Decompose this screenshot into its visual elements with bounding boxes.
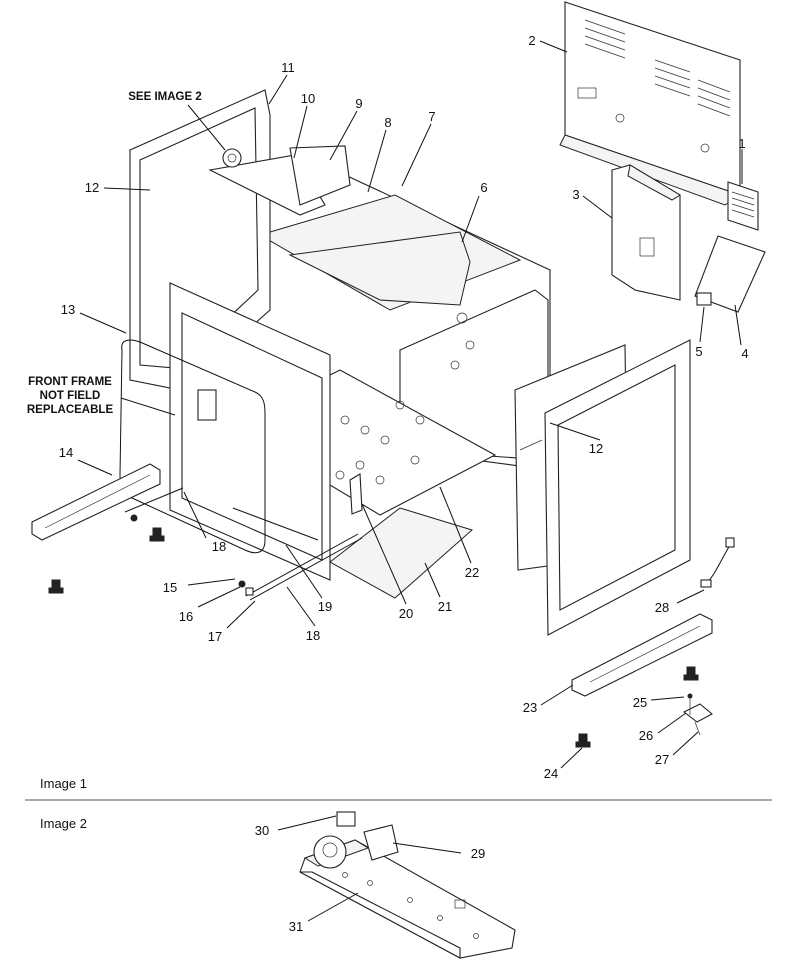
callout-4: 4 xyxy=(741,346,748,361)
callout-15: 15 xyxy=(163,580,177,595)
part-vent-grille xyxy=(727,181,759,231)
section-label-image-2: Image 2 xyxy=(40,816,87,831)
callout-16: 16 xyxy=(179,609,193,624)
callout-3: 3 xyxy=(572,187,579,202)
part-left-rail xyxy=(31,463,161,541)
part-vent-duct xyxy=(611,164,681,301)
callout-30: 30 xyxy=(255,823,269,838)
callout-7: 7 xyxy=(428,109,435,124)
part-hardware xyxy=(48,473,735,748)
callout-12-right: 12 xyxy=(589,441,603,456)
part-control-panel-assembly xyxy=(299,811,516,959)
section-label-image-1: Image 1 xyxy=(40,776,87,791)
callout-29: 29 xyxy=(471,846,485,861)
part-clip xyxy=(696,292,712,306)
callout-22: 22 xyxy=(465,565,479,580)
part-rear-panel xyxy=(559,1,742,206)
part-shield-plate xyxy=(694,235,766,313)
callout-21: 21 xyxy=(438,599,452,614)
callout-12-left: 12 xyxy=(85,180,99,195)
callout-10: 10 xyxy=(301,91,315,106)
part-right-side-panel xyxy=(514,339,691,636)
callout-24: 24 xyxy=(544,766,558,781)
callout-23: 23 xyxy=(523,700,537,715)
callout-14: 14 xyxy=(59,445,73,460)
callout-11: 11 xyxy=(281,60,295,75)
callout-31: 31 xyxy=(289,919,303,934)
leveling-leg-icon xyxy=(683,666,699,681)
front-frame-note: FRONT FRAME NOT FIELD REPLACEABLE xyxy=(27,376,114,416)
callout-25: 25 xyxy=(633,695,647,710)
callout-2: 2 xyxy=(528,33,535,48)
leveling-leg-icon xyxy=(575,733,591,748)
part-rods xyxy=(124,487,363,601)
callout-9: 9 xyxy=(355,96,362,111)
callout-26: 26 xyxy=(639,728,653,743)
callout-27: 27 xyxy=(655,752,669,767)
part-right-rail xyxy=(571,613,713,697)
front-frame-note-line-1: FRONT FRAME xyxy=(28,376,112,388)
callout-1: 1 xyxy=(738,136,745,151)
callout-6: 6 xyxy=(480,180,487,195)
callout-17: 17 xyxy=(208,629,222,644)
callout-8: 8 xyxy=(384,115,391,130)
leveling-leg-icon xyxy=(48,579,64,594)
callout-13: 13 xyxy=(61,302,75,317)
leader-lines xyxy=(77,40,743,922)
front-frame-note-line-2: NOT FIELD xyxy=(40,390,101,402)
front-frame-note-line-3: REPLACEABLE xyxy=(27,404,114,416)
leveling-leg-icon xyxy=(149,527,165,542)
callout-28: 28 xyxy=(655,600,669,615)
see-image-2-note: SEE IMAGE 2 xyxy=(128,91,202,103)
callout-18-lower: 18 xyxy=(306,628,320,643)
callout-labels: 1 2 3 4 5 6 7 8 9 10 11 SEE IMAGE 2 12 1… xyxy=(27,33,749,934)
part-control-bracket xyxy=(208,145,351,216)
callout-20: 20 xyxy=(399,606,413,621)
part-front-frame xyxy=(169,282,331,581)
callout-5: 5 xyxy=(695,344,702,359)
callout-18-upper: 18 xyxy=(212,539,226,554)
callout-19: 19 xyxy=(318,599,332,614)
